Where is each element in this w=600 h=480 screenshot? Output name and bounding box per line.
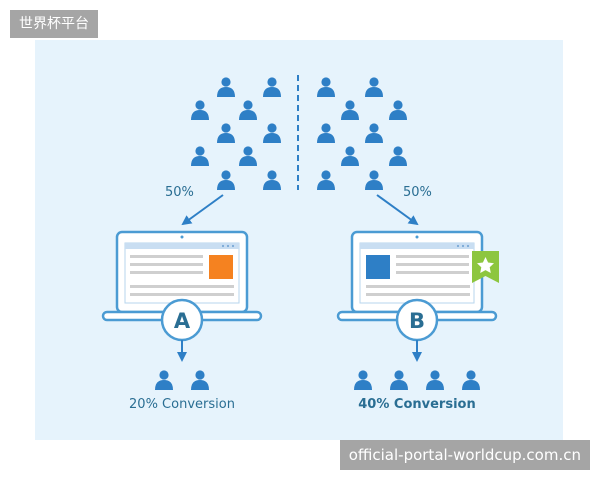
user-icon: [263, 170, 281, 190]
user-icon: [365, 170, 383, 190]
user-icon: [389, 146, 407, 166]
watermark-top-left: 世界杯平台: [10, 10, 98, 38]
user-icon: [217, 123, 235, 143]
user-icon: [239, 146, 257, 166]
arrow-icon: [181, 194, 224, 226]
user-icon: [317, 170, 335, 190]
user-icon: [191, 146, 209, 166]
user-icon: [217, 77, 235, 97]
converted-users-b: [354, 370, 480, 390]
user-icon: [365, 77, 383, 97]
arrow-icon: [376, 194, 419, 226]
conversion-label-a: 20% Conversion: [129, 397, 235, 412]
user-icon: [317, 77, 335, 97]
user-icon: [390, 370, 408, 390]
user-icon: [155, 370, 173, 390]
user-icon: [317, 123, 335, 143]
user-icon: [365, 123, 383, 143]
user-icon: [191, 370, 209, 390]
user-icon: [263, 123, 281, 143]
user-icon: [389, 100, 407, 120]
variant-a-letter: A: [174, 309, 191, 333]
user-icon: [462, 370, 480, 390]
split-label-left: 50%: [165, 185, 194, 200]
split-label-right: 50%: [403, 185, 432, 200]
laptop-icon: [336, 230, 498, 322]
conversion-label-b: 40% Conversion: [358, 397, 475, 412]
user-icon: [191, 100, 209, 120]
bookmark-star-icon: [472, 251, 499, 283]
user-icon: [263, 77, 281, 97]
user-group-right: [317, 77, 407, 190]
user-icon: [239, 100, 257, 120]
user-group-left: [191, 77, 281, 190]
user-icon: [341, 146, 359, 166]
watermark-bottom-right: official-portal-worldcup.com.cn: [339, 440, 590, 470]
converted-users-a: [155, 370, 209, 390]
variant-b-letter: B: [409, 309, 425, 333]
user-icon: [341, 100, 359, 120]
user-icon: [426, 370, 444, 390]
user-icon: [354, 370, 372, 390]
user-icon: [217, 170, 235, 190]
